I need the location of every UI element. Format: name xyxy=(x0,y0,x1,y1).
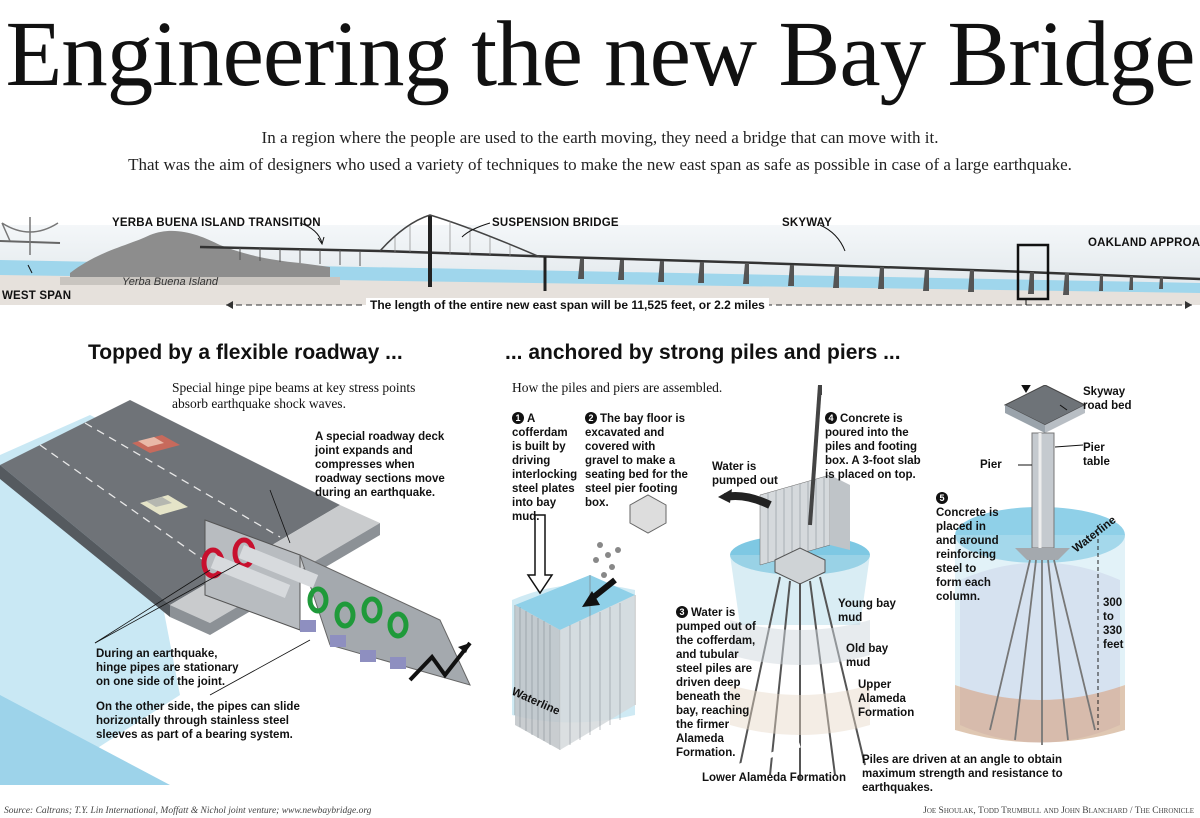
label-west-span: WEST SPAN xyxy=(2,290,72,302)
angle-note-line-1: Piles are driven at an angle to obtain xyxy=(862,754,1063,766)
step-4-badge: 4 xyxy=(825,412,837,424)
piles-heading: ... anchored by strong piles and piers .… xyxy=(505,341,901,364)
step-3-line-10: Alameda xyxy=(676,733,724,745)
step-5-line-6: form each xyxy=(936,577,991,589)
step-1-line-3: is built by xyxy=(512,441,566,453)
step-3-line-6: driven deep xyxy=(676,677,741,689)
roadway-intro-line-1: Special hinge pipe beams at key stress p… xyxy=(172,380,416,395)
roadway-hinge-illustration xyxy=(0,400,472,785)
step-1-line-6: steel plates xyxy=(512,483,575,495)
step-2-line-3: covered with xyxy=(585,441,656,453)
step-2-badge: 2 xyxy=(585,412,597,424)
source-note: Source: Caltrans; T.Y. Lin International… xyxy=(4,806,372,816)
roadway-heading: Topped by a flexible roadway ... xyxy=(88,341,403,364)
step-3-line-1: Water is xyxy=(691,607,736,619)
step-3-badge: 3 xyxy=(676,606,688,618)
deck-joint-line-1: A special roadway deck xyxy=(315,431,445,443)
pier-table-line-1: Pier xyxy=(1083,442,1105,454)
depth-line-2: to xyxy=(1103,611,1114,623)
step-3-line-3: the cofferdam, xyxy=(676,635,756,647)
step-2-line-1: The bay floor is xyxy=(600,413,685,425)
step-2-line-2: excavated and xyxy=(585,427,665,439)
deck-joint-line-5: during an earthquake. xyxy=(315,487,436,499)
step-5-badge: 5 xyxy=(936,492,948,504)
page-title: Engineering the new Bay Bridge xyxy=(5,3,1196,106)
step-3-line-2: pumped out of xyxy=(676,621,756,633)
step-4-line-1: Concrete is xyxy=(840,413,903,425)
step-4-line-2: poured into the xyxy=(825,427,909,439)
label-oakland-approach: OAKLAND APPROACH xyxy=(1088,237,1200,249)
step-5-line-1: Concrete is xyxy=(936,507,999,519)
step-3-line-7: beneath the xyxy=(676,691,741,703)
angle-note-line-2: maximum strength and resistance to xyxy=(862,768,1063,780)
upper-alameda-line-2: Alameda xyxy=(858,693,906,705)
step-3-line-11: Formation. xyxy=(676,747,736,759)
old-mud-line-1: Old bay xyxy=(846,643,889,655)
young-mud-line-2: mud xyxy=(838,612,863,624)
slide-note-line-1: On the other side, the pipes can slide xyxy=(96,701,300,713)
step-4-line-4: box. A 3-foot slab xyxy=(825,455,921,467)
pier-label: Pier xyxy=(980,459,1002,471)
young-mud-line-1: Young bay xyxy=(838,598,896,610)
step-5-line-4: reinforcing xyxy=(936,549,997,561)
step-3-line-9: the firmer xyxy=(676,719,730,731)
step-2-line-7: box. xyxy=(585,497,609,509)
step-5-line-7: column. xyxy=(936,591,981,603)
step-1-line-5: interlocking xyxy=(512,469,578,481)
old-mud-line-2: mud xyxy=(846,657,871,669)
upper-alameda-line-3: Formation xyxy=(858,707,915,719)
label-suspension-bridge: SUSPENSION BRIDGE xyxy=(492,217,619,229)
depth-line-4: feet xyxy=(1103,639,1124,651)
label-yerba-buena-island: Yerba Buena Island xyxy=(122,276,219,288)
step-3-line-5: steel piles are xyxy=(676,663,753,675)
step-2-line-4: gravel to make a xyxy=(585,455,676,467)
step-5-line-5: steel to xyxy=(936,563,977,575)
step-2-line-6: steel pier footing xyxy=(585,483,678,495)
step-5-line-2: placed in xyxy=(936,521,986,533)
car-white-icon xyxy=(140,495,188,515)
lower-alameda-label: Lower Alameda Formation xyxy=(702,772,846,784)
hinge-note-line-1: During an earthquake, xyxy=(96,648,218,660)
depth-line-1: 300 xyxy=(1103,597,1123,609)
deck-joint-line-4: roadway sections move xyxy=(315,473,445,485)
car-red-icon xyxy=(132,435,180,453)
step-1-line-7: into bay xyxy=(512,497,557,509)
step-2-line-5: seating bed for the xyxy=(585,469,688,481)
deck-joint-line-2: joint expands and xyxy=(315,445,413,457)
depth-line-3: 330 xyxy=(1103,625,1123,637)
step-1-line-2: cofferdam xyxy=(512,427,568,439)
step-1-badge: 1 xyxy=(512,412,524,424)
piles-piers-illustration xyxy=(512,385,1125,783)
hinge-note-line-2: hinge pipes are stationary xyxy=(96,662,239,674)
step-1-line-8: mud. xyxy=(512,511,540,523)
step-3-line-4: and tubular xyxy=(676,649,739,661)
credit-note: Joe Shoulak, Todd Trumbull and John Blan… xyxy=(923,806,1194,816)
step-5-line-3: and around xyxy=(936,535,999,547)
step-3-line-8: bay, reaching xyxy=(676,705,750,717)
skyway-road-bed-line-2: road bed xyxy=(1083,400,1132,412)
intro-line-2: That was the aim of designers who used a… xyxy=(128,155,1072,174)
angle-note-line-3: earthquakes. xyxy=(862,782,933,794)
skyway-road-bed-line-1: Skyway xyxy=(1083,386,1126,398)
step-4-line-3: piles and footing xyxy=(825,441,917,453)
step-1-line-4: driving xyxy=(512,455,551,467)
slide-note-line-3: sleeves as part of a bearing system. xyxy=(96,729,293,741)
upper-alameda-line-1: Upper xyxy=(858,679,892,691)
step-4-line-5: is placed on top. xyxy=(825,469,916,481)
deck-joint-line-3: compresses when xyxy=(315,459,415,471)
intro-line-1: In a region where the people are used to… xyxy=(261,128,939,147)
label-yerba-buena-transition: YERBA BUENA ISLAND TRANSITION xyxy=(112,217,321,229)
water-pumped-line-2: pumped out xyxy=(712,475,778,487)
pier-table-line-2: table xyxy=(1083,456,1110,468)
slide-note-line-2: horizontally through stainless steel xyxy=(96,715,289,727)
east-span-length-note: The length of the entire new east span w… xyxy=(366,298,769,312)
label-skyway: SKYWAY xyxy=(782,217,832,229)
water-pumped-line-1: Water is xyxy=(712,461,757,473)
bridge-overview-illustration xyxy=(0,214,1200,309)
piles-intro: How the piles and piers are assembled. xyxy=(512,380,723,395)
roadway-intro-line-2: absorb earthquake shock waves. xyxy=(172,396,346,411)
hinge-note-line-3: on one side of the joint. xyxy=(96,676,226,688)
step-1-line-1: A xyxy=(527,413,536,425)
